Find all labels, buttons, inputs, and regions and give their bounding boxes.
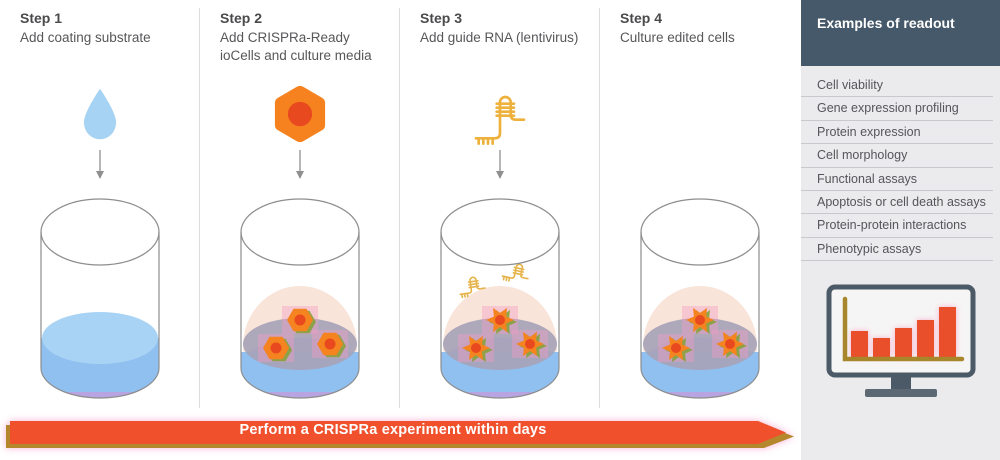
step-4-title: Step 4 bbox=[620, 10, 663, 26]
step-1-title: Step 1 bbox=[20, 10, 63, 26]
sidebar-header: Examples of readout bbox=[801, 0, 1000, 66]
edited-star-cells bbox=[658, 306, 748, 363]
iocell-icon bbox=[200, 82, 400, 146]
beaker-with-cells-and-guide-rna bbox=[400, 196, 600, 402]
monitor-bar-chart-icon bbox=[801, 283, 1000, 403]
readout-list: Cell viability Gene expression profiling… bbox=[801, 74, 1000, 262]
down-arrow-icon bbox=[400, 150, 600, 180]
readout-item-cell-viability: Cell viability bbox=[801, 74, 993, 98]
step-4-header: Step 4 Culture edited cells bbox=[620, 10, 792, 47]
step-3-title: Step 3 bbox=[420, 10, 463, 26]
readout-item-apoptosis-assays: Apoptosis or cell death assays bbox=[801, 191, 993, 215]
step-4-column: Step 4 Culture edited cells bbox=[600, 0, 800, 412]
readout-item-protein-protein-interactions: Protein-protein interactions bbox=[801, 214, 993, 238]
down-arrow-icon bbox=[0, 150, 200, 180]
sidebar-title: Examples of readout bbox=[817, 15, 955, 31]
readout-item-functional-assays: Functional assays bbox=[801, 168, 993, 191]
step-2-description: Add CRISPRa-Ready ioCells and culture me… bbox=[220, 30, 372, 64]
step-4-description: Culture edited cells bbox=[620, 30, 735, 45]
beaker-with-edited-cells bbox=[600, 196, 800, 402]
steps-row: Step 1 Add coating substrate bbox=[0, 0, 800, 412]
step-3-description: Add guide RNA (lentivirus) bbox=[420, 30, 579, 45]
transduced-star-cells bbox=[458, 306, 548, 363]
experiment-banner: Perform a CRISPRa experiment within days bbox=[0, 412, 800, 460]
beaker-with-coating-substrate bbox=[0, 196, 200, 402]
guide-rna-icon bbox=[400, 82, 600, 146]
beaker-with-cells-and-media bbox=[200, 196, 400, 402]
iocell-hexagon-cells bbox=[258, 306, 348, 362]
readout-sidebar: Examples of readout Cell viability Gene … bbox=[801, 0, 1000, 460]
droplet-icon bbox=[0, 82, 200, 146]
step-2-column: Step 2 Add CRISPRa-Ready ioCells and cul… bbox=[200, 0, 400, 412]
step-2-header: Step 2 Add CRISPRa-Ready ioCells and cul… bbox=[220, 10, 392, 65]
step-1-column: Step 1 Add coating substrate bbox=[0, 0, 200, 412]
readout-item-cell-morphology: Cell morphology bbox=[801, 144, 993, 168]
step-1-description: Add coating substrate bbox=[20, 30, 151, 45]
step-3-header: Step 3 Add guide RNA (lentivirus) bbox=[420, 10, 592, 47]
step-3-column: Step 3 Add guide RNA (lentivirus) bbox=[400, 0, 600, 412]
readout-item-protein-expression: Protein expression bbox=[801, 121, 993, 145]
monitor-bars bbox=[850, 307, 956, 358]
monitor-stand bbox=[890, 375, 911, 391]
banner-arrow-shape bbox=[6, 421, 794, 448]
readout-item-phenotypic-assays: Phenotypic assays bbox=[801, 238, 993, 262]
step-2-title: Step 2 bbox=[220, 10, 263, 26]
readout-item-gene-expression-profiling: Gene expression profiling bbox=[801, 97, 993, 121]
monitor-base bbox=[864, 389, 937, 398]
step-1-header: Step 1 Add coating substrate bbox=[20, 10, 192, 47]
guide-rna-in-media bbox=[459, 263, 529, 299]
down-arrow-icon bbox=[200, 150, 400, 180]
banner-label: Perform a CRISPRa experiment within days bbox=[239, 422, 547, 438]
